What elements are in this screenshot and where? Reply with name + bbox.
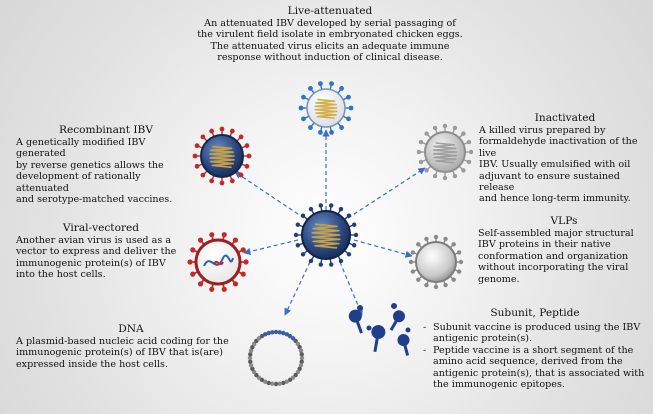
dna-line: immunogenic protein(s) of IBV that is(ar… — [16, 347, 223, 359]
subunit-list-item: Subunit vaccine is produced using the IB… — [421, 322, 649, 345]
vlp-icon — [408, 234, 464, 290]
inactivated-line: formaldehyde inactivation of the live — [479, 136, 638, 159]
dna-plasmid-icon — [247, 329, 305, 387]
inactivated-line: A killed virus prepared by — [479, 125, 606, 136]
inactivated-title: Inactivated — [534, 112, 596, 124]
recombinant-line: and serotype-matched vaccines. — [16, 194, 173, 206]
viral-vectored-line: vector to express and deliver the — [16, 246, 177, 258]
vlps-title: VLPs — [550, 215, 578, 227]
viral-vectored-block: Viral-vectored Another avian virus is us… — [16, 222, 186, 281]
subunit-list-item: Peptide vaccine is a short segment of th… — [421, 345, 649, 391]
vlps-block: VLPs Self-assembled major structural IBV… — [478, 215, 650, 285]
arrow-viral-vectored — [243, 239, 299, 255]
vlps-line: without incorporating the viral — [478, 262, 629, 274]
dna-line: A plasmid-based nucleic acid coding for … — [16, 336, 229, 347]
subunit-line: Peptide vaccine is a short segment of th… — [433, 344, 634, 356]
subunit-line: the immunogenic epitopes. — [433, 379, 565, 391]
subunit-line: antigenic protein(s), that is associated… — [433, 367, 645, 379]
viral-vectored-line: into the host cells. — [16, 269, 106, 281]
dna-line: expressed inside the host cells. — [16, 358, 169, 370]
live-attenuated-title: Live-attenuated — [287, 5, 373, 17]
viral-vectored-line: immunogenic protein(s) of IBV — [16, 257, 166, 269]
viral-vector-icon — [187, 232, 249, 292]
live-attenuated-block: Live-attenuated An attenuated IBV develo… — [195, 5, 465, 64]
inactivated-line: IBV. Usually emulsified with oil — [479, 159, 631, 171]
subunit-title: Subunit, Peptide — [490, 307, 580, 319]
arrow-subunit — [339, 261, 363, 316]
arrow-recombinant — [234, 171, 305, 219]
subunit-line: antigenic protein(s). — [433, 333, 533, 345]
subunit-line: amino acid sequence, derived from the — [433, 356, 623, 368]
live-attenuated-virion-icon — [298, 81, 354, 135]
subunit-protein-icon — [348, 303, 411, 356]
live-attenuated-line: response without induction of clinical d… — [217, 52, 443, 64]
recombinant-block: Recombinant IBV A genetically modified I… — [16, 124, 196, 205]
arrow-inactivated — [347, 167, 426, 219]
live-attenuated-line: The attenuated virus elicits an adequate… — [210, 40, 450, 52]
subunit-list: Subunit vaccine is produced using the IB… — [421, 322, 649, 390]
recombinant-line: A genetically modified IBV generated — [16, 137, 146, 160]
dna-title: DNA — [118, 323, 144, 335]
subunit-block: Subunit, Peptide Subunit vaccine is prod… — [421, 307, 649, 390]
live-attenuated-line: the virulent field isolate in embryonate… — [197, 29, 463, 41]
arrow-vlps — [353, 239, 413, 258]
dna-block: DNA A plasmid-based nucleic acid coding … — [16, 323, 246, 370]
vlps-line: Self-assembled major structural — [478, 228, 634, 239]
subunit-line: Subunit vaccine is produced using the IB… — [433, 322, 641, 333]
recombinant-title: Recombinant IBV — [59, 124, 153, 136]
viral-vectored-title: Viral-vectored — [62, 222, 140, 234]
vlps-line: IBV proteins in their native — [478, 239, 611, 251]
arrows — [234, 129, 426, 316]
inactivated-block: Inactivated A killed virus prepared by f… — [479, 112, 651, 205]
recombinant-line: development of rationally attenuated — [16, 171, 141, 194]
vlps-line: genome. — [478, 273, 520, 285]
live-attenuated-line: An attenuated IBV developed by serial pa… — [204, 18, 456, 29]
vlps-line: conformation and organization — [478, 250, 629, 262]
recombinant-virion-icon — [192, 126, 252, 186]
inactivated-line: adjuvant to ensure sustained release — [479, 170, 620, 194]
inactivated-line: and hence long-term immunity. — [479, 193, 631, 205]
viral-vectored-line: Another avian virus is used as a — [16, 235, 172, 246]
inactivated-virion-icon — [416, 123, 474, 181]
arrow-dna — [284, 261, 311, 316]
ibv-virion-icon — [293, 203, 359, 267]
recombinant-line: by reverse genetics allows the — [16, 159, 164, 171]
